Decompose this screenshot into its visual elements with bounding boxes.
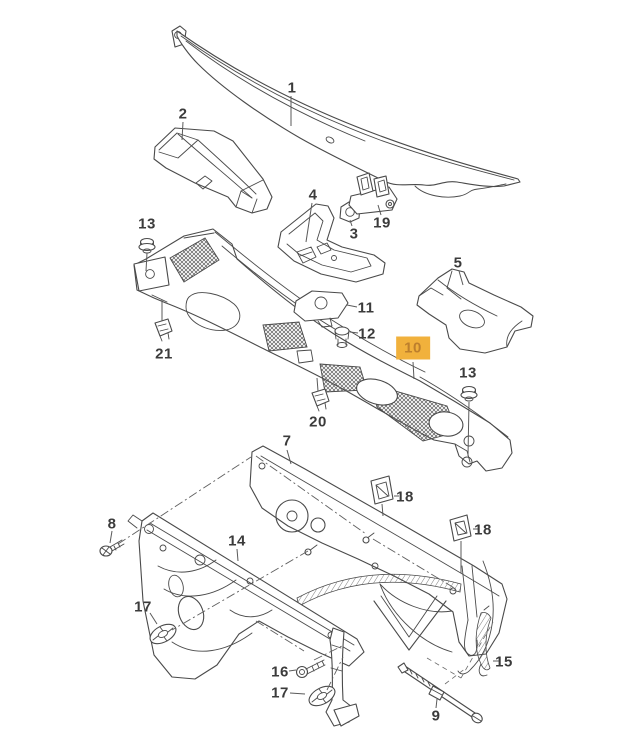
part-label-7[interactable]: 7 [282,432,292,450]
part-9-artwork [398,663,484,725]
part-label-19[interactable]: 19 [373,214,391,232]
part-1-artwork [172,26,520,197]
part-5-artwork [417,269,533,353]
part-18-upper-artwork [371,476,393,504]
part-7-artwork [250,446,507,674]
part-16-artwork [297,660,326,678]
part-label-1[interactable]: 1 [287,79,297,97]
part-label-14[interactable]: 14 [228,532,246,550]
part-8-artwork [100,540,124,556]
part-label-8[interactable]: 8 [107,515,117,533]
leader-lines [110,96,499,708]
part-11-artwork [294,291,348,327]
alignment-lines [118,456,493,690]
part-21-artwork [155,319,172,341]
part-label-4[interactable]: 4 [308,186,318,204]
part-14-artwork [128,513,364,679]
part-label-11[interactable]: 11 [357,299,375,317]
part-label-16[interactable]: 16 [271,663,289,681]
part-label-3[interactable]: 3 [349,225,359,243]
lower-centre-bracket-artwork [326,628,359,726]
part-label-20[interactable]: 20 [309,413,327,431]
part-label-18-upper[interactable]: 18 [396,488,414,506]
part-label-17-lower[interactable]: 17 [271,684,289,702]
part-label-10[interactable]: 10 [396,336,430,360]
part-19-artwork [349,173,397,214]
part-label-9[interactable]: 9 [431,707,441,725]
part-label-17-upper[interactable]: 17 [134,598,152,616]
part-17-upper-artwork [147,620,179,647]
part-2-artwork [154,128,272,213]
part-12-artwork [335,327,349,348]
part-20-artwork [312,389,329,411]
part-label-13-left[interactable]: 13 [138,215,156,233]
part-label-21[interactable]: 21 [155,345,173,363]
part-label-15[interactable]: 15 [495,653,513,671]
part-13-right-artwork [461,387,477,402]
part-17-lower-artwork [306,682,338,709]
part-4-artwork [278,204,385,282]
part-label-12[interactable]: 12 [358,325,376,343]
part-label-5[interactable]: 5 [453,254,463,272]
part-label-2[interactable]: 2 [178,105,188,123]
part-label-18-lower[interactable]: 18 [474,521,492,539]
part-18-lower-artwork [450,515,471,541]
part-13-left-artwork [139,239,155,254]
part-label-13-right[interactable]: 13 [459,364,477,382]
